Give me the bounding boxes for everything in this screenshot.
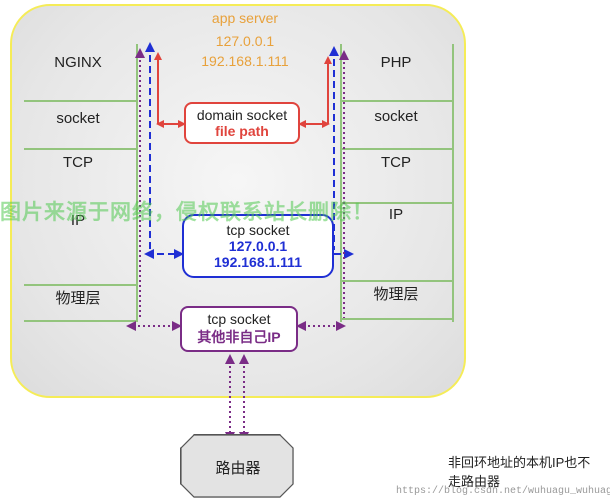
tcp-socket-local-title: tcp socket: [226, 222, 290, 238]
right-stack-divider: [340, 202, 454, 204]
loopback-tcp-path-left: [144, 42, 184, 259]
right-stack-row-physical: 物理层: [373, 286, 419, 303]
left-stack-edge: [136, 44, 138, 322]
left-stack-divider: [24, 284, 136, 286]
domain-socket-subtitle: file path: [215, 123, 269, 139]
note-line-2: 走路由器: [448, 474, 501, 489]
right-stack-row-tcp: TCP: [381, 154, 411, 171]
remote-tcp-path-left: [126, 48, 182, 331]
right-stack-divider: [340, 100, 454, 102]
source-url: https://blog.csdn.net/wuhuagu_wuhuaguo: [396, 486, 610, 497]
right-stack-row-php: PHP: [380, 54, 412, 71]
tcp-socket-remote-title: tcp socket: [207, 311, 271, 327]
router-link: [225, 354, 249, 442]
server-lan-ip: 192.168.1.111: [201, 53, 289, 69]
left-stack-divider: [24, 100, 136, 102]
domain-socket-title: domain socket: [196, 107, 288, 123]
right-stack-divider: [340, 280, 454, 282]
tcp-socket-remote-box: tcp socket 其他非自己IP: [180, 306, 298, 352]
left-stack-divider: [24, 320, 136, 322]
left-stack-row-socket: socket: [56, 110, 100, 127]
left-stack-divider: [24, 148, 136, 150]
left-stack-row-tcp: TCP: [63, 154, 93, 171]
domain-socket-path-right: [298, 56, 332, 128]
server-title: app server: [211, 10, 279, 26]
left-stack-row-nginx: NGINX: [54, 54, 102, 71]
remote-tcp-path-right: [296, 50, 349, 331]
note-line-1: 非回环地址的本机IP也不: [448, 455, 591, 470]
right-stack-row-ip: IP: [388, 206, 404, 223]
tcp-socket-remote-subtitle: 其他非自己IP: [197, 329, 281, 345]
domain-socket-path-left: [154, 52, 186, 128]
right-stack-row-socket: socket: [374, 108, 418, 125]
right-stack-divider: [340, 318, 454, 320]
router-box: 路由器: [180, 434, 294, 498]
domain-socket-box: domain socket file path: [184, 102, 300, 144]
right-stack-edge: [340, 44, 342, 322]
tcp-socket-local-box: tcp socket 127.0.0.1 192.168.1.111: [182, 214, 334, 278]
tcp-socket-local-loopback: 127.0.0.1: [228, 238, 288, 254]
tcp-socket-local-lan-ip: 192.168.1.111: [214, 254, 302, 270]
watermark-text: 图片来源于网络，侵权联系站长删除！: [0, 201, 374, 224]
left-stack-row-ip: IP: [70, 212, 86, 229]
left-stack-row-physical: 物理层: [55, 290, 101, 307]
server-loopback-ip: 127.0.0.1: [215, 33, 275, 49]
right-stack-divider: [340, 148, 454, 150]
right-stack-edge: [452, 44, 454, 322]
router-label: 路由器: [215, 459, 261, 477]
